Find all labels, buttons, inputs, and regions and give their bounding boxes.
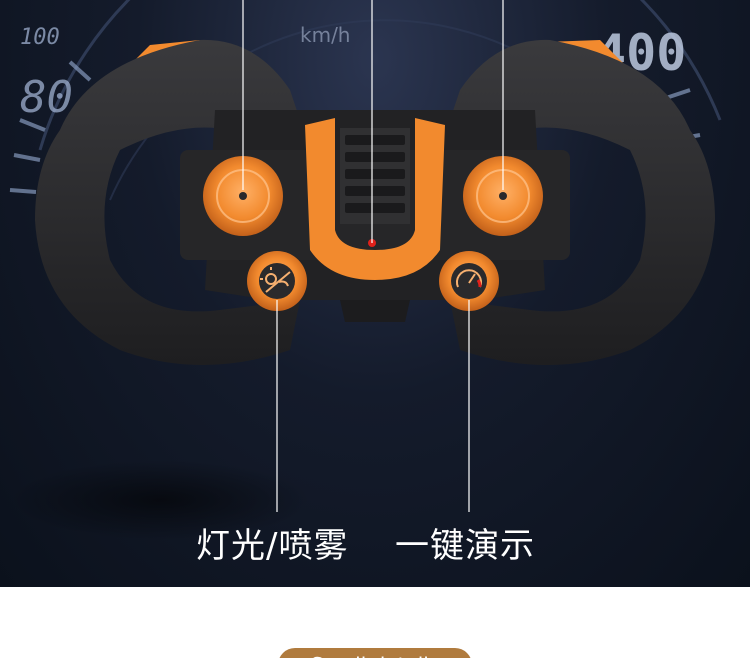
gauge-speed-unit: km/h [300, 23, 350, 47]
callout-light-spray: 灯光/喷雾 [196, 526, 349, 566]
steering-wheel-illustration: 100 80 km/h 400 [9, 0, 722, 540]
center-orange-frame [305, 118, 445, 280]
callout-lines [242, 0, 504, 512]
hero-section: 100 80 km/h 400 [0, 0, 750, 587]
demo-speedometer-icon [456, 269, 482, 288]
demo-button[interactable] [439, 251, 499, 311]
left-joystick[interactable] [203, 156, 283, 236]
light-spray-icon [260, 267, 291, 293]
details-section [0, 587, 750, 658]
light-spray-button[interactable] [247, 251, 307, 311]
floor-shadow [10, 460, 310, 540]
gauge-mark-80: 80 [20, 72, 73, 123]
gauge-mark-100: 100 [20, 25, 60, 50]
callout-one-key-demo: 一键演示 [395, 526, 535, 566]
small-details-badge: Small details [278, 648, 472, 658]
